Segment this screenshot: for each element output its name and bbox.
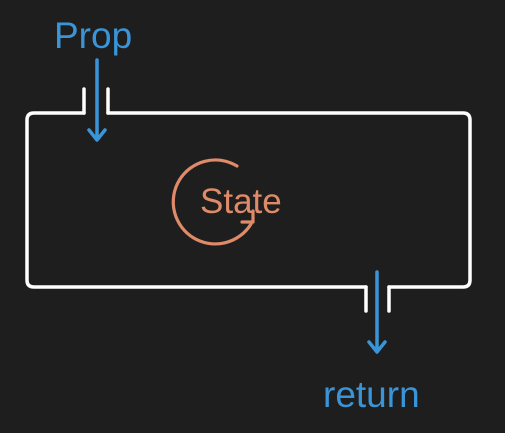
arrow-down-icon	[367, 270, 387, 354]
prop-label: Prop	[54, 15, 133, 56]
component-box	[25, 111, 472, 289]
circular-arrow-icon	[171, 158, 255, 246]
state-label: State	[200, 182, 282, 221]
return-label: return	[323, 374, 420, 415]
arrow-down-icon	[87, 58, 107, 142]
